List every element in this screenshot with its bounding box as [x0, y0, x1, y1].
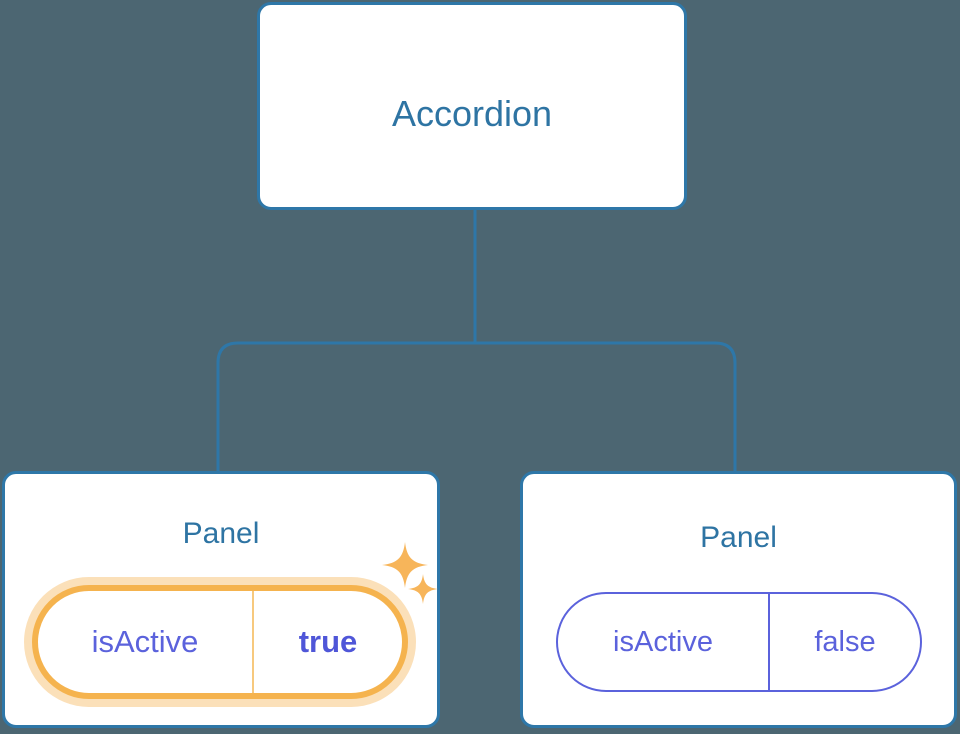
panel-left-title: Panel — [182, 517, 260, 550]
prop-key-label: isActive — [38, 591, 254, 693]
prop-pill-isactive-false[interactable]: isActive false — [556, 592, 922, 692]
panel-right-title: Panel — [700, 521, 777, 554]
accordion-title: Accordion — [391, 93, 553, 134]
connector-branch-bus — [216, 341, 737, 471]
prop-pill-isactive-true[interactable]: isActive true — [32, 585, 408, 699]
prop-value-label: false — [814, 625, 876, 658]
prop-key-label: isActive — [558, 594, 770, 690]
prop-value-label: true — [298, 624, 358, 659]
node-card-accordion[interactable]: Accordion — [257, 2, 687, 210]
